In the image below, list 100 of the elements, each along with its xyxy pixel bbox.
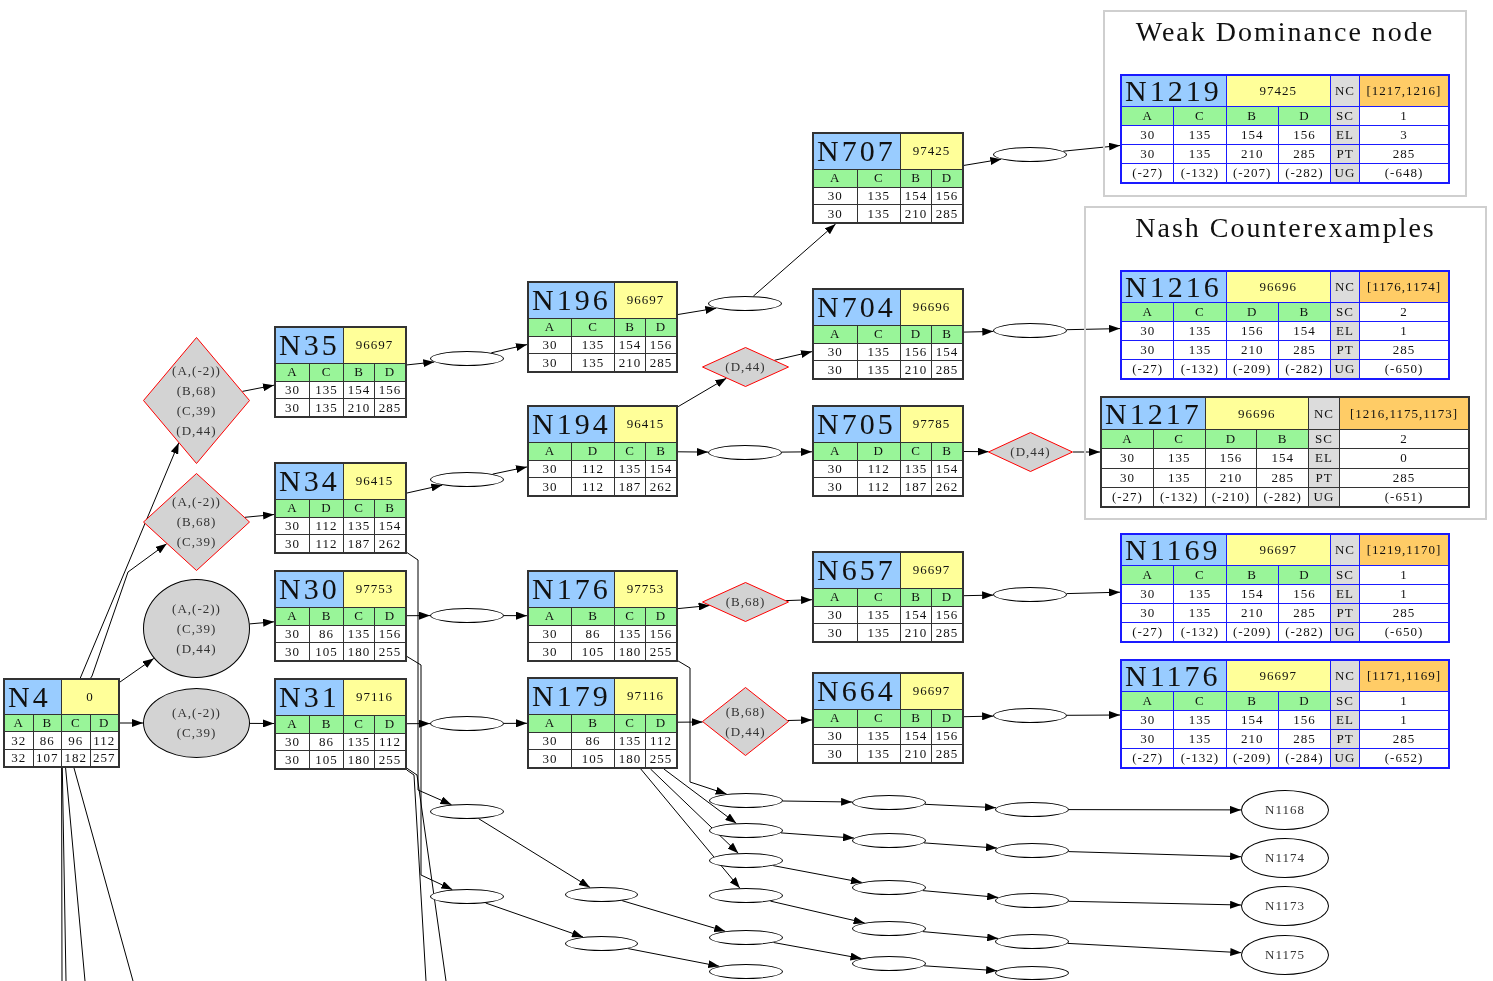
column-heading: A bbox=[276, 500, 309, 517]
arrow bbox=[650, 768, 739, 854]
column-heading: A bbox=[276, 608, 309, 625]
data-value: 156 bbox=[1205, 449, 1257, 468]
arrow bbox=[627, 948, 720, 969]
data-value: (-132) bbox=[1174, 164, 1226, 182]
column-heading: C bbox=[572, 319, 614, 336]
state-table bbox=[3, 678, 120, 768]
column-heading: C bbox=[344, 716, 374, 733]
data-value: 105 bbox=[572, 643, 614, 660]
data-value: 210 bbox=[344, 399, 374, 416]
node-label: (A,(-2)) bbox=[172, 704, 221, 722]
node-label: N1168 bbox=[1265, 801, 1305, 819]
arrow bbox=[503, 611, 528, 620]
node-id: N35 bbox=[276, 328, 343, 363]
arrow bbox=[1066, 588, 1121, 597]
node-label: (C,39) bbox=[176, 619, 217, 638]
arrow bbox=[478, 818, 591, 888]
data-value: 180 bbox=[615, 750, 645, 767]
node-id: N705 bbox=[814, 407, 900, 442]
arrow bbox=[677, 660, 728, 795]
state-table bbox=[812, 132, 964, 224]
row-label: EL bbox=[1331, 585, 1359, 604]
data-value: (-210) bbox=[1205, 487, 1257, 506]
data-value: 30 bbox=[814, 343, 857, 361]
column-heading: B bbox=[932, 443, 962, 460]
arrow bbox=[1068, 900, 1242, 909]
column-heading: D bbox=[646, 608, 676, 625]
row-label: SC bbox=[1331, 692, 1359, 711]
column-heading: C bbox=[615, 715, 645, 732]
data-value: 154 bbox=[901, 727, 931, 745]
node-label: (C,39) bbox=[176, 401, 217, 420]
data-value: 1 bbox=[1360, 322, 1448, 341]
data-value: 154 bbox=[1226, 126, 1278, 145]
arrow bbox=[1068, 805, 1242, 814]
data-value: 30 bbox=[814, 361, 857, 378]
data-value: 285 bbox=[1278, 145, 1330, 164]
data-value: 187 bbox=[344, 535, 374, 552]
data-value: 30 bbox=[1122, 711, 1174, 730]
data-value: 86 bbox=[572, 732, 614, 750]
node-id: N4 bbox=[5, 680, 61, 715]
data-value: (-651) bbox=[1340, 487, 1468, 506]
data-value: 156 bbox=[1226, 322, 1278, 341]
column-heading: A bbox=[814, 443, 857, 460]
data-value: 30 bbox=[529, 460, 571, 478]
data-value: 2 bbox=[1340, 430, 1468, 449]
row-label: UG bbox=[1331, 360, 1359, 378]
state-table bbox=[274, 462, 407, 554]
node-label: (B,68) bbox=[725, 702, 766, 721]
column-heading: B bbox=[572, 608, 614, 625]
score-value: 96696 bbox=[1205, 398, 1308, 429]
ellipse-node bbox=[993, 147, 1067, 162]
data-value: 112 bbox=[572, 478, 614, 495]
column-heading: B bbox=[1226, 566, 1278, 585]
arrow bbox=[924, 803, 997, 812]
data-value: 154 bbox=[1226, 711, 1278, 730]
data-value: 96 bbox=[62, 732, 90, 749]
data-value: 255 bbox=[646, 750, 676, 767]
column-heading: A bbox=[814, 710, 857, 727]
data-value: 154 bbox=[1257, 449, 1308, 468]
column-heading: A bbox=[1122, 566, 1174, 585]
data-value: 112 bbox=[375, 733, 405, 751]
column-heading: A bbox=[1122, 692, 1174, 711]
row-label: PT bbox=[1331, 341, 1359, 360]
arrow bbox=[677, 306, 717, 315]
column-heading: C bbox=[344, 608, 374, 625]
arrow bbox=[781, 447, 813, 456]
data-value: 285 bbox=[375, 399, 405, 416]
data-value: (-207) bbox=[1226, 164, 1278, 182]
arrow bbox=[485, 902, 584, 938]
data-value: 86 bbox=[33, 732, 61, 749]
node-id: N34 bbox=[276, 464, 343, 499]
column-heading: D bbox=[932, 710, 962, 727]
data-value: 30 bbox=[529, 732, 571, 750]
score-value: 96696 bbox=[901, 290, 962, 325]
ellipse-node bbox=[430, 351, 504, 366]
arrow bbox=[1062, 142, 1121, 152]
column-heading: D bbox=[932, 589, 962, 606]
data-value: 112 bbox=[310, 517, 343, 535]
data-value: 262 bbox=[375, 535, 405, 552]
column-heading: C bbox=[1153, 430, 1205, 449]
arrow bbox=[1066, 711, 1121, 720]
data-value: 156 bbox=[901, 343, 931, 361]
arrow bbox=[677, 448, 709, 456]
data-value: 285 bbox=[932, 745, 962, 762]
data-value: 154 bbox=[932, 460, 962, 478]
arrow bbox=[406, 611, 431, 620]
data-value: 30 bbox=[1122, 322, 1174, 341]
ellipse-node bbox=[995, 843, 1069, 858]
data-value: 30 bbox=[529, 336, 571, 354]
column-heading: B bbox=[932, 326, 962, 343]
column-heading: C bbox=[1174, 692, 1226, 711]
node-label: (A,(-2)) bbox=[172, 599, 221, 618]
score-value: 97753 bbox=[344, 572, 405, 607]
arrow bbox=[490, 343, 528, 354]
data-value: 285 bbox=[1278, 341, 1330, 360]
column-heading: D bbox=[375, 364, 405, 381]
data-value: 30 bbox=[814, 727, 857, 745]
node-label: (D,44) bbox=[725, 358, 766, 376]
state-table bbox=[274, 326, 407, 418]
